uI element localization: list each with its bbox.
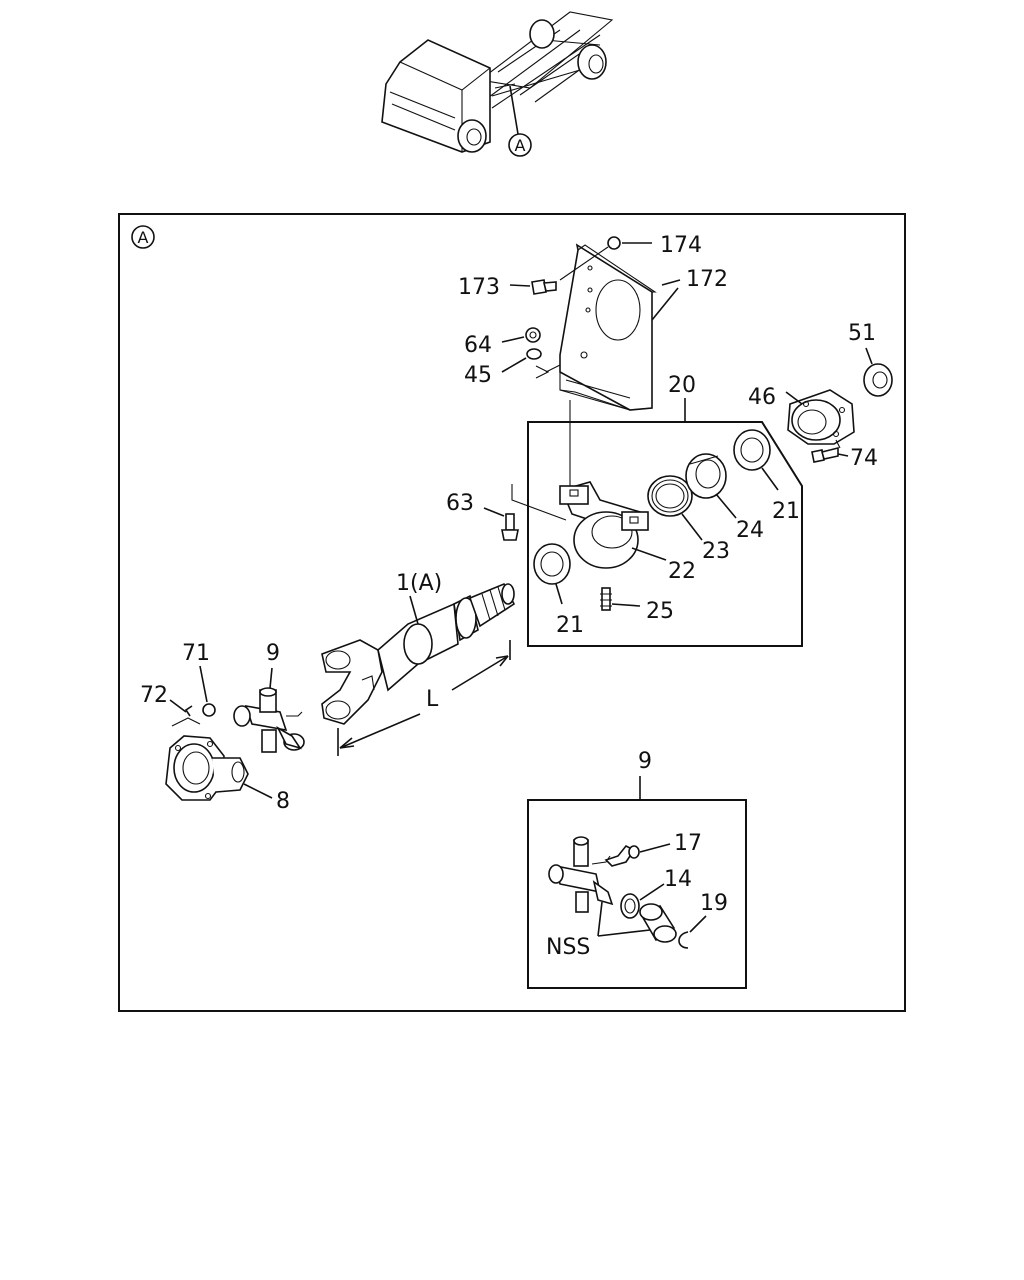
label-46: 46 bbox=[748, 385, 776, 410]
flange-yoke-8 bbox=[165, 735, 273, 801]
seal-21-right bbox=[733, 429, 771, 471]
bolt-173 bbox=[509, 279, 557, 295]
label-23: 23 bbox=[702, 539, 730, 564]
label-9-main: 9 bbox=[266, 641, 280, 666]
leader-172-b bbox=[651, 287, 679, 321]
label-nss: NSS bbox=[546, 935, 590, 960]
label-45: 45 bbox=[464, 363, 492, 388]
label-24: 24 bbox=[736, 518, 764, 543]
bolt-63 bbox=[483, 507, 519, 541]
kit-box-20 bbox=[527, 421, 803, 647]
label-20: 20 bbox=[668, 373, 696, 398]
propeller-shaft-1a bbox=[321, 582, 516, 725]
leader-nss-a bbox=[597, 901, 603, 937]
detail-frame bbox=[118, 213, 906, 1012]
bolt-74 bbox=[811, 439, 849, 463]
assembly-line-72 bbox=[171, 717, 201, 727]
clip-72 bbox=[169, 699, 193, 717]
center-bearing-housing-22 bbox=[559, 481, 649, 569]
assembly-line-63 bbox=[511, 484, 567, 521]
truck-overview-illustration: A bbox=[381, 11, 614, 157]
label-173: 173 bbox=[458, 275, 500, 300]
label-14: 14 bbox=[664, 867, 692, 892]
leader-172 bbox=[661, 279, 681, 286]
label-172: 172 bbox=[686, 267, 728, 292]
label-63: 63 bbox=[446, 491, 474, 516]
nut-64 bbox=[501, 327, 541, 343]
universal-joint-9 bbox=[233, 667, 305, 753]
bearing-cup bbox=[639, 903, 677, 943]
label-19: 19 bbox=[700, 891, 728, 916]
snap-ring-19 bbox=[678, 915, 707, 949]
leader-23 bbox=[681, 513, 703, 541]
truck-callout-letter: A bbox=[515, 136, 526, 155]
label-21-left: 21 bbox=[556, 613, 584, 638]
label-8: 8 bbox=[276, 789, 290, 814]
spider-cross bbox=[548, 836, 614, 913]
companion-flange-46 bbox=[785, 389, 855, 445]
bearing-23 bbox=[647, 475, 693, 517]
leader-21-right bbox=[761, 467, 779, 491]
sleeve-24 bbox=[685, 453, 727, 499]
seal-21-left bbox=[533, 543, 571, 585]
label-25: 25 bbox=[646, 599, 674, 624]
washer-45 bbox=[501, 348, 542, 373]
leader-nss-b bbox=[597, 929, 651, 937]
label-74: 74 bbox=[850, 446, 878, 471]
label-17: 17 bbox=[674, 831, 702, 856]
nut-174 bbox=[559, 236, 652, 281]
detail-callout-marker: A bbox=[131, 225, 155, 249]
label-22: 22 bbox=[668, 559, 696, 584]
label-9-inset: 9 bbox=[638, 749, 652, 774]
dimension-l bbox=[337, 640, 511, 756]
label-51: 51 bbox=[848, 321, 876, 346]
grease-fitting-25 bbox=[600, 587, 641, 611]
label-72: 72 bbox=[140, 683, 168, 708]
detail-callout-letter: A bbox=[138, 228, 149, 247]
leader-21-left bbox=[555, 583, 563, 605]
label-71: 71 bbox=[182, 641, 210, 666]
leader-22 bbox=[631, 547, 667, 561]
label-64: 64 bbox=[464, 333, 492, 358]
nut-51 bbox=[863, 347, 893, 397]
label-1a: 1(A) bbox=[396, 571, 442, 596]
label-174: 174 bbox=[660, 233, 702, 258]
inset-box-9 bbox=[527, 799, 747, 989]
grease-nipple-17 bbox=[604, 843, 671, 867]
label-dimension-l: L bbox=[426, 687, 439, 712]
leader-24 bbox=[715, 493, 737, 519]
label-21-right: 21 bbox=[772, 499, 800, 524]
bracket-172 bbox=[559, 243, 657, 411]
assembly-line-bracket bbox=[535, 365, 550, 379]
seal-14 bbox=[620, 883, 665, 919]
nut-71 bbox=[199, 665, 216, 717]
